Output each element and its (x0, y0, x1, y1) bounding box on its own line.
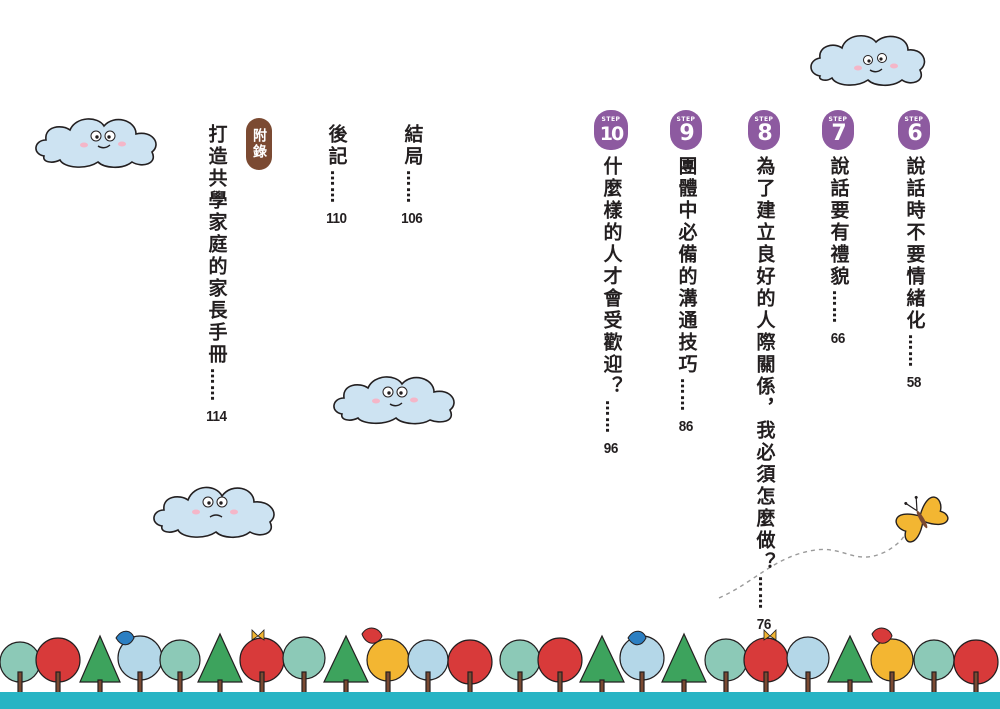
appendix-badge: 附錄 (246, 118, 272, 170)
forest-border-illustration (0, 627, 999, 695)
cloud-top-right-icon (810, 35, 926, 87)
leader-dots: …… (905, 334, 924, 368)
page-number: 76 (756, 616, 772, 633)
leader-dots: …… (403, 170, 422, 204)
toc-entry-afterword[interactable]: 後記 …… 110 (320, 124, 352, 227)
entry-title: 說話時不要情緒化 (903, 156, 926, 332)
page-number: 86 (678, 418, 694, 435)
step-badge: STEP 7 (822, 110, 854, 150)
entry-title: 什麼樣的人才會受歡迎？ (600, 156, 623, 398)
page-number: 66 (830, 330, 846, 347)
entry-title: 說話要有禮貌 (827, 156, 850, 288)
leader-dots: …… (327, 170, 346, 204)
step-badge: STEP 6 (898, 110, 930, 150)
leader-dots: …… (755, 576, 774, 610)
step-badge: STEP 8 (748, 110, 780, 150)
cloud-middle-icon (333, 376, 455, 425)
step-badge: STEP 9 (670, 110, 702, 150)
entry-title: 團體中必備的溝通技巧 (675, 156, 698, 376)
entry-title: 為了建立良好的人際關係，我必須怎麼做？ (753, 156, 776, 574)
page-number: 106 (401, 210, 423, 227)
page-number: 114 (205, 408, 227, 425)
leader-dots: …… (677, 378, 696, 412)
butterfly-icon (718, 495, 949, 599)
ground-strip (0, 692, 1000, 709)
cloud-top-left-icon (35, 118, 157, 169)
entry-title: 後記 (325, 124, 348, 168)
step-badge: STEP 10 (594, 110, 628, 150)
page-number: 58 (906, 374, 922, 391)
entry-title: 結局 (401, 124, 424, 168)
leader-dots: …… (207, 368, 226, 402)
leader-dots: …… (829, 290, 848, 324)
page-number: 96 (603, 440, 619, 457)
toc-entry-ending[interactable]: 結局 …… 106 (396, 124, 428, 227)
entry-title: 打造共學家庭的家長手冊 (205, 124, 228, 366)
cloud-lower-left-icon (153, 486, 275, 539)
leader-dots: …… (602, 400, 621, 434)
page-number: 110 (325, 210, 347, 227)
